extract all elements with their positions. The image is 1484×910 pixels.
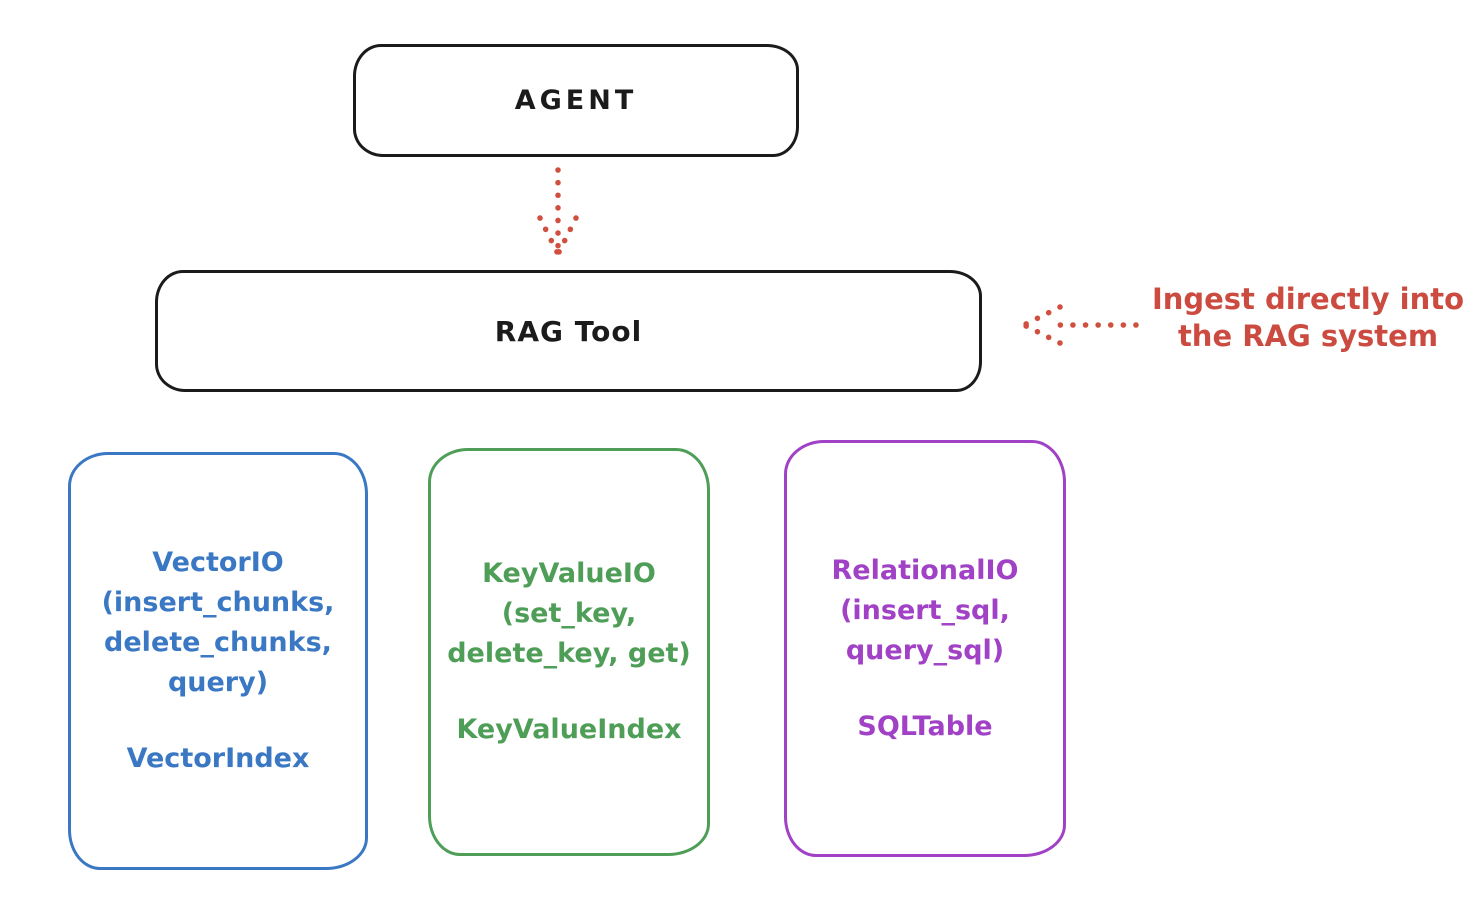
node-text-line: query)	[167, 667, 269, 698]
node-text-line: RelationalIO	[831, 554, 1019, 586]
annotation-ingest: Ingest directly into the RAG system	[1140, 281, 1476, 355]
agent-to-rag-arrow-icon	[537, 167, 579, 257]
node-keyvalue-io: KeyValueIO (set_key, delete_key, get) Ke…	[428, 448, 710, 856]
node-relational-io-title: RelationalIO (insert_sql, query_sql)	[832, 551, 1019, 671]
node-text-line: KeyValueIO	[482, 558, 656, 589]
node-rag-tool-label: RAG Tool	[494, 314, 643, 348]
node-text-line: VectorIO	[152, 547, 284, 578]
node-text-line: delete_key, get)	[447, 638, 691, 669]
annotation-to-rag-arrow-icon	[1021, 304, 1139, 346]
node-text-line: delete_chunks,	[104, 627, 332, 658]
node-keyvalue-index-label: KeyValueIndex	[456, 714, 682, 745]
node-relational-io: RelationalIO (insert_sql, query_sql) SQL…	[784, 440, 1066, 857]
annotation-line-2: the RAG system	[1177, 319, 1439, 353]
node-rag-tool: RAG Tool	[155, 270, 982, 392]
node-keyvalue-io-title: KeyValueIO (set_key, delete_key, get)	[447, 554, 691, 674]
node-agent: AGENT	[353, 44, 799, 157]
node-vector-io: VectorIO (insert_chunks, delete_chunks, …	[68, 452, 368, 870]
node-relational-index-label: SQLTable	[857, 710, 993, 742]
node-text-line: query_sql)	[845, 634, 1005, 666]
node-vector-index-label: VectorIndex	[126, 743, 310, 774]
annotation-line-1: Ingest directly into	[1151, 282, 1465, 316]
node-text-line: (set_key,	[501, 598, 637, 629]
node-text-line: (insert_chunks,	[101, 587, 335, 618]
node-agent-label: AGENT	[514, 85, 638, 116]
node-vector-io-title: VectorIO (insert_chunks, delete_chunks, …	[102, 543, 335, 703]
node-text-line: (insert_sql,	[840, 594, 1010, 626]
